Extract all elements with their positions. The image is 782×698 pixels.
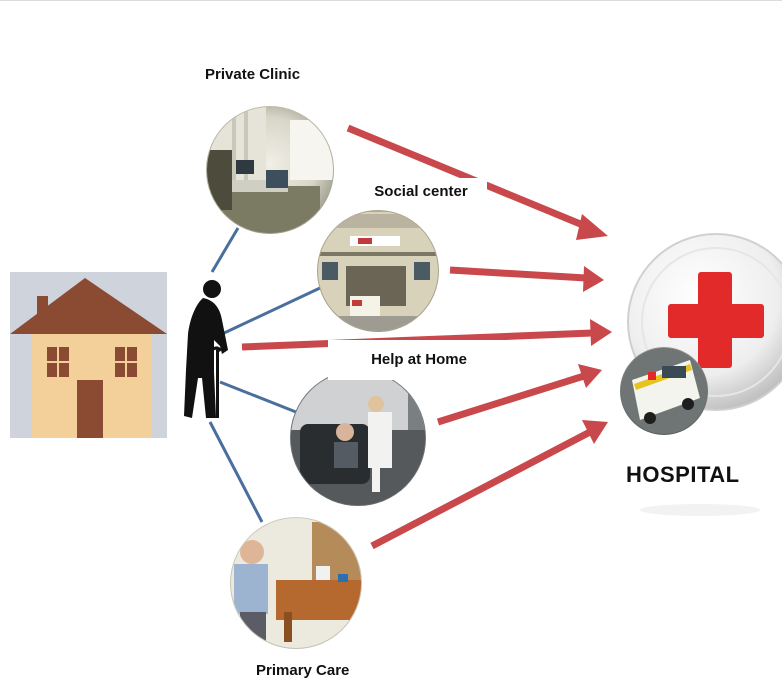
arrow-primary-to-hospital [370, 420, 608, 550]
primary-care-label: Primary Care [256, 662, 350, 679]
elderly-person-cane-icon [184, 280, 228, 418]
private-clinic-photo [206, 106, 334, 234]
connector-primary-care [208, 421, 264, 523]
private-clinic-label: Private Clinic [205, 66, 301, 83]
social-center-photo [317, 210, 439, 332]
house-icon [10, 272, 167, 438]
connector-help-at-home [219, 380, 297, 414]
primary-care-photo [230, 517, 362, 649]
connector-lines [208, 227, 321, 523]
help-at-home-label: Help at Home [328, 340, 510, 380]
hospital-label: HOSPITAL [626, 462, 740, 487]
top-border [0, 0, 782, 1]
arrow-social-to-hospital [449, 266, 604, 292]
hospital-arrows [241, 124, 612, 550]
arrow-home-to-hospital [436, 364, 602, 426]
red-cross-icon [668, 272, 764, 368]
connector-social-center [221, 286, 321, 336]
help-at-home-photo [290, 370, 426, 506]
connector-private-clinic [210, 227, 240, 273]
social-center-label: Social center [355, 178, 487, 206]
ambulance-icon [620, 347, 708, 435]
